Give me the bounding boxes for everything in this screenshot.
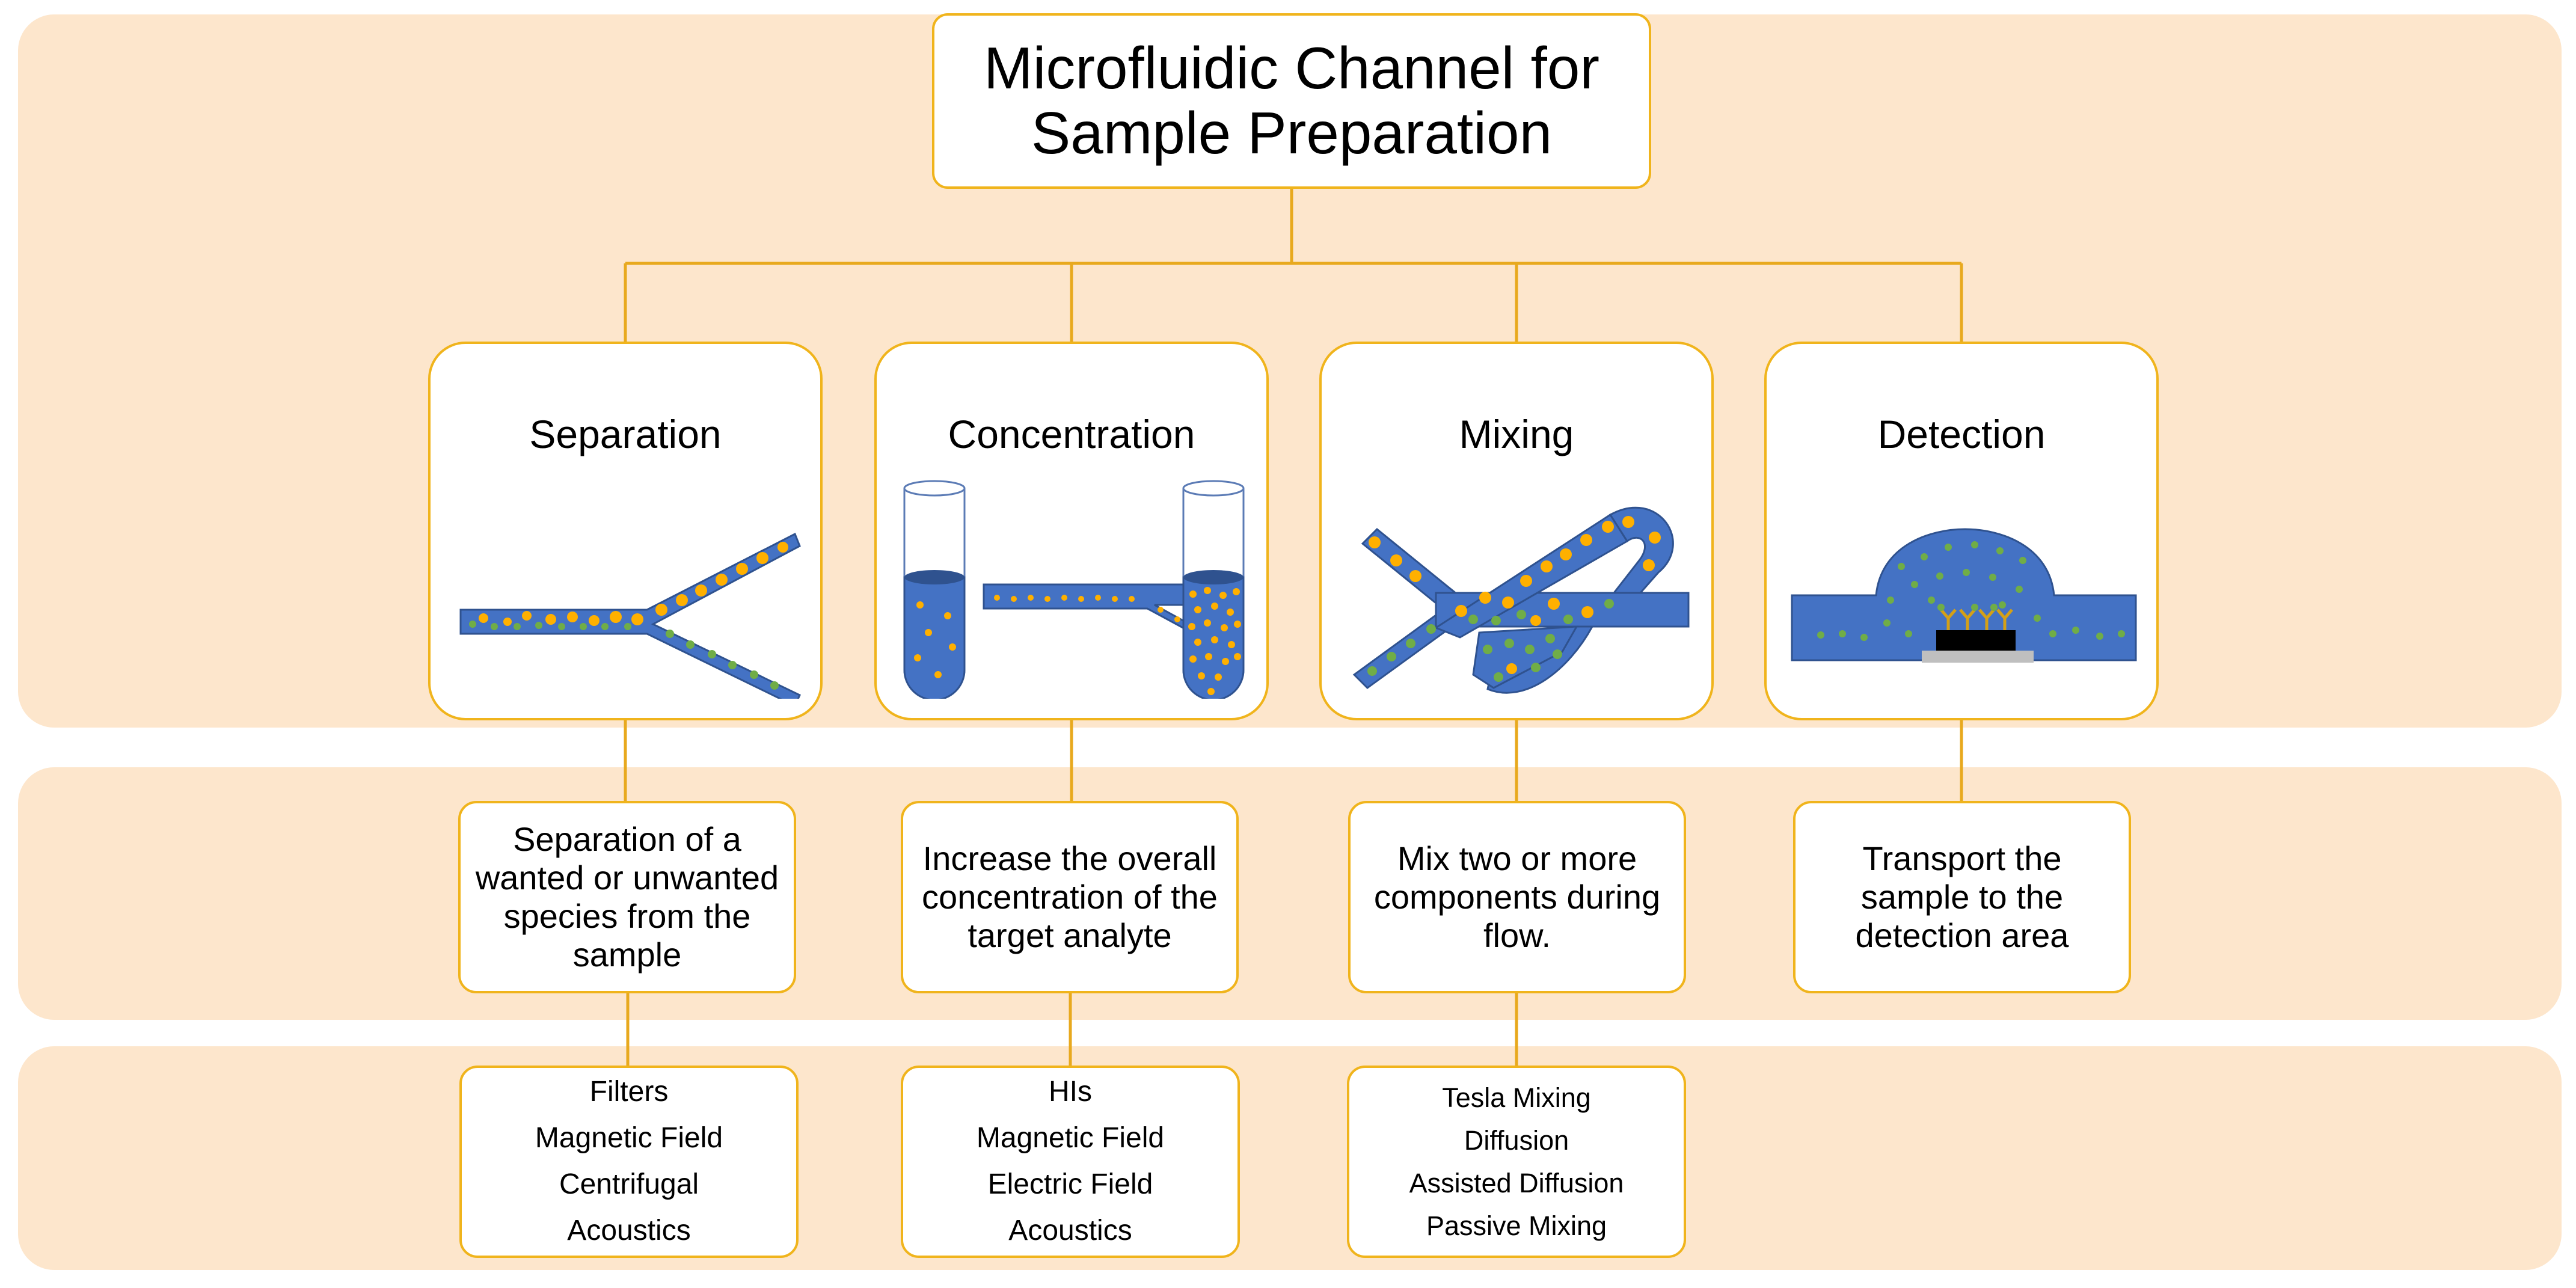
orange-particles (479, 542, 788, 626)
method-item: Passive Mixing (1426, 1210, 1607, 1242)
mixing-channel-illustration (1352, 506, 1690, 694)
detection-sensor (1936, 630, 2016, 651)
antibody-receptors (1940, 609, 2013, 630)
category-mixing: Mixing (1319, 342, 1714, 720)
description-mixing: Mix two or more components during flow. (1348, 801, 1686, 993)
title-box: Microfluidic Channel for Sample Preparat… (932, 13, 1651, 189)
method-item: Assisted Diffusion (1409, 1168, 1624, 1198)
band-methods (18, 1046, 2562, 1270)
method-item: Electric Field (987, 1168, 1153, 1200)
category-separation: Separation (428, 342, 823, 720)
method-item: Magnetic Field (535, 1122, 723, 1155)
concentration-channel-illustration (903, 480, 1245, 699)
category-label: Separation (529, 412, 722, 456)
methods-mixing: Tesla Mixing Diffusion Assisted Diffusio… (1347, 1066, 1686, 1258)
methods-concentration: HIs Magnetic Field Electric Field Acoust… (901, 1066, 1240, 1258)
method-item: Acoustics (1008, 1214, 1132, 1247)
category-concentration: Concentration (874, 342, 1269, 720)
category-detection: Detection (1764, 342, 2159, 720)
method-item: Diffusion (1464, 1124, 1569, 1156)
title-line-2: Sample Preparation (1031, 100, 1553, 166)
description-concentration: Increase the overall concentration of th… (901, 801, 1239, 993)
green-particles (469, 621, 779, 690)
detection-channel-illustration (1791, 528, 2137, 663)
detection-substrate (1922, 651, 2034, 663)
methods-separation: Filters Magnetic Field Centrifugal Acous… (459, 1066, 799, 1258)
method-item: Magnetic Field (976, 1122, 1165, 1155)
category-label: Mixing (1459, 412, 1574, 456)
description-detection: Transport the sample to the detection ar… (1793, 801, 2131, 993)
method-item: Centrifugal (559, 1168, 699, 1200)
method-item: Filters (589, 1076, 669, 1108)
title-line-1: Microfluidic Channel for (984, 35, 1599, 102)
category-label: Detection (1877, 412, 2046, 456)
method-item: Acoustics (567, 1214, 691, 1247)
method-item: HIs (1049, 1076, 1092, 1108)
band-descriptions (18, 767, 2562, 1020)
method-item: Tesla Mixing (1442, 1082, 1591, 1113)
description-separation: Separation of a wanted or unwanted speci… (458, 801, 796, 993)
separation-channel-illustration (459, 532, 801, 699)
category-label: Concentration (948, 412, 1195, 456)
